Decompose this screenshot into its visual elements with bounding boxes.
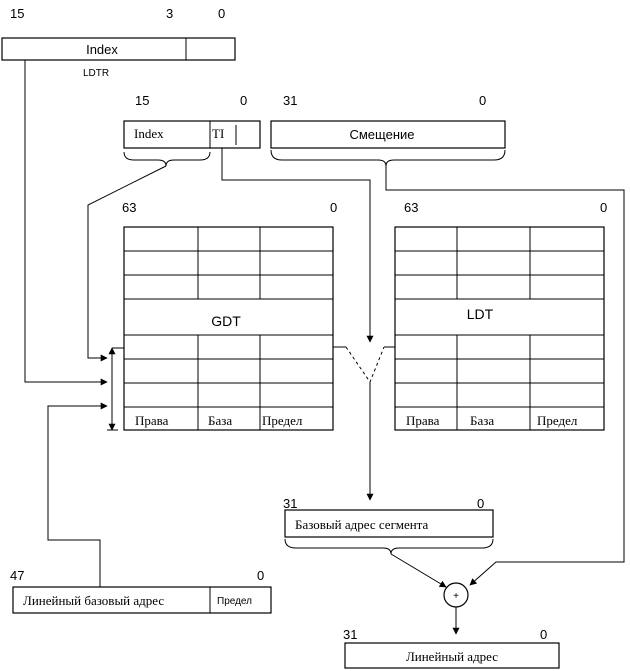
selector-index-label: Index (134, 126, 164, 141)
offset-box (270, 120, 506, 149)
linear-address-bit-0: 0 (540, 627, 547, 642)
linear-base-label: Линейный базовый адрес (23, 593, 164, 608)
gdt-label: GDT (211, 313, 241, 329)
ldt-col-base: База (470, 413, 494, 428)
offset-brace (270, 149, 506, 167)
selector-ti-label: TI (212, 126, 224, 141)
ldt-label: LDT (467, 306, 494, 322)
linear-base-register: 47 0 Линейный базовый адрес Предел (10, 568, 272, 614)
ti-to-mux-arrow (221, 148, 374, 343)
selector-box (123, 120, 261, 149)
segment-base-bit-31: 31 (283, 496, 297, 511)
segment-base-box (284, 509, 494, 538)
ldt-col-rights: Права (406, 413, 440, 428)
ldt-bit-0: 0 (600, 200, 607, 215)
ldtr-bit-3: 3 (166, 6, 173, 21)
adder: + (443, 582, 469, 608)
ldt-bit-63: 63 (404, 200, 418, 215)
linear-address-label: Линейный адрес (406, 649, 498, 664)
linear-base-to-gdt-arrow (47, 402, 108, 587)
offset-bit-0: 0 (479, 93, 486, 108)
index-to-gdt-arrow (87, 165, 167, 362)
segment-selector: 15 0 Index TI (123, 93, 261, 167)
gdt-col-limit: Предел (262, 413, 303, 428)
gdt-table: 63 0 GDT Права База Предел (122, 200, 337, 431)
ldtr-bit-15: 15 (10, 6, 24, 21)
linear-address-register: 31 0 Линейный адрес (343, 627, 560, 669)
ldtr-box (1, 37, 236, 61)
gdt-bit-0: 0 (330, 200, 337, 215)
ldt-frame (394, 226, 605, 431)
linear-base-box (12, 586, 272, 614)
ldtr-index-label: Index (86, 42, 118, 57)
offset-label: Смещение (349, 127, 414, 142)
offset-bit-31: 31 (283, 93, 297, 108)
connectors (24, 60, 625, 635)
segment-base-brace (284, 538, 494, 555)
ldtr-to-gdt-arrow (24, 60, 108, 386)
ldt-table: 63 0 LDT Права База Предел (394, 200, 607, 431)
ldtr-bit-0: 0 (218, 6, 225, 21)
mux-dashed (345, 346, 385, 384)
linear-base-bit-0: 0 (257, 568, 264, 583)
adder-symbol: + (453, 591, 459, 602)
selector-bit-0: 0 (240, 93, 247, 108)
linear-base-bit-47: 47 (10, 568, 24, 583)
gdt-bit-63: 63 (122, 200, 136, 215)
gdt-col-base: База (208, 413, 232, 428)
linear-address-bit-31: 31 (343, 627, 357, 642)
selector-index-brace (123, 151, 211, 167)
gdt-col-rights: Права (135, 413, 169, 428)
ldtr-caption: LDTR (83, 68, 109, 79)
gdt-frame (123, 226, 334, 431)
linear-base-limit-label: Предел (217, 596, 252, 607)
segment-base-bit-0: 0 (477, 496, 484, 511)
offset-to-adder-arrow (385, 166, 625, 586)
selector-bit-15: 15 (135, 93, 149, 108)
segment-base-register: 31 0 Базовый адрес сегмента (283, 496, 494, 555)
segment-base-label: Базовый адрес сегмента (295, 517, 429, 532)
linear-address-box (344, 642, 560, 669)
offset-field: 31 0 Смещение (270, 93, 506, 167)
ldtr-register: 15 3 0 Index LDTR (1, 6, 236, 79)
ldt-col-limit: Предел (537, 413, 578, 428)
segment-base-to-adder-arrow (390, 553, 447, 588)
